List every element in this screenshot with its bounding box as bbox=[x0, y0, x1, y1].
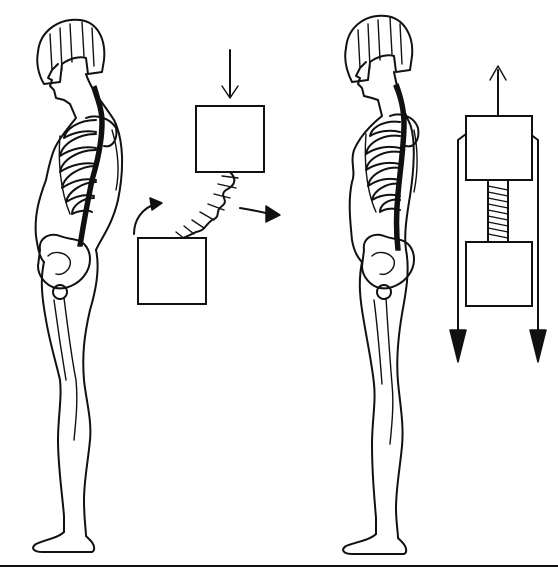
arrow-down-icon bbox=[450, 330, 466, 362]
arrow-up-icon bbox=[490, 66, 506, 116]
straight-spring bbox=[488, 180, 508, 242]
twisted-spring bbox=[176, 172, 234, 240]
upright-figure bbox=[343, 16, 418, 554]
arrow-down-icon bbox=[222, 50, 238, 98]
slouched-figure-back bbox=[86, 74, 122, 250]
slouched-figure-back-leg bbox=[83, 250, 97, 536]
upright-figure-back-leg bbox=[396, 250, 408, 538]
upright-figure-ribcage bbox=[365, 122, 400, 212]
slouched-figure-face bbox=[48, 64, 70, 104]
curved-arrow-icon bbox=[134, 198, 162, 234]
upright-figure-front-leg bbox=[360, 262, 376, 534]
lower-block bbox=[466, 242, 532, 306]
slouched-figure-front-leg bbox=[42, 262, 64, 532]
slouched-figure-pelvis bbox=[38, 235, 90, 289]
left-tension-line bbox=[458, 134, 466, 338]
upright-figure-feet bbox=[343, 534, 406, 554]
aligned-blocks bbox=[450, 66, 546, 362]
curved-arrow-icon bbox=[240, 206, 280, 222]
bottom-block bbox=[138, 238, 206, 304]
arrow-down-icon bbox=[530, 330, 546, 362]
upper-block bbox=[466, 116, 532, 180]
slouched-figure bbox=[33, 20, 122, 552]
misaligned-blocks bbox=[134, 50, 280, 304]
top-block bbox=[196, 106, 264, 172]
